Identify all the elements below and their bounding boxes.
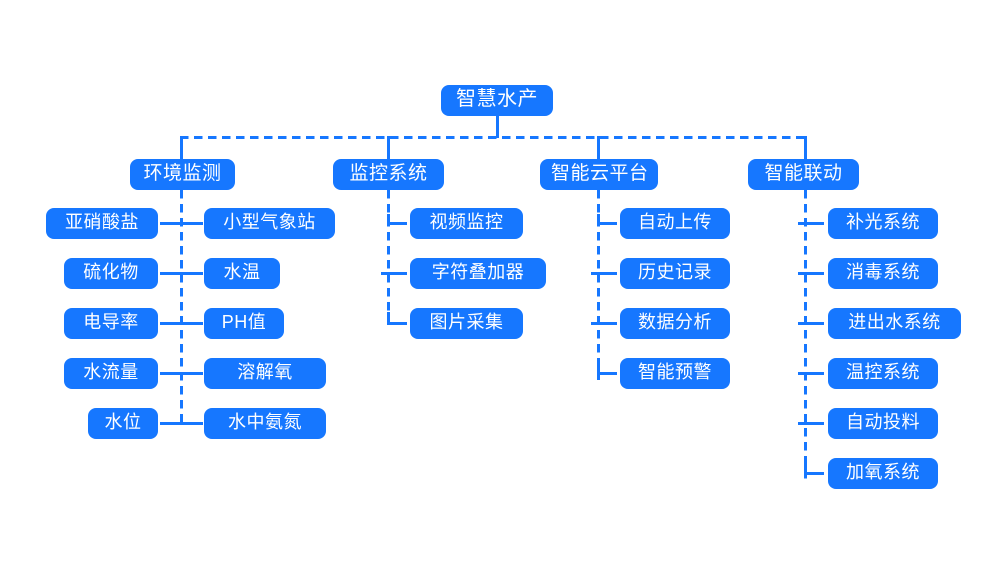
branch-2-spine — [387, 190, 390, 330]
node-leaf-video-surveillance[interactable]: 视频监控 — [410, 208, 523, 239]
node-leaf-temperature-control[interactable]: 温控系统 — [828, 358, 938, 389]
node-leaf-ammonia-nitrogen[interactable]: 水中氨氮 — [204, 408, 326, 439]
b1-left-stub-2 — [160, 272, 179, 275]
node-leaf-character-overlay[interactable]: 字符叠加器 — [410, 258, 546, 289]
node-leaf-water-temperature[interactable]: 水温 — [204, 258, 280, 289]
node-leaf-history-record[interactable]: 历史记录 — [620, 258, 730, 289]
b1-right-stub-1 — [184, 222, 203, 225]
b3-elbow-h-1 — [597, 222, 617, 225]
node-leaf-auto-upload[interactable]: 自动上传 — [620, 208, 730, 239]
node-leaf-oxygenation-system[interactable]: 加氧系统 — [828, 458, 938, 489]
node-leaf-image-capture[interactable]: 图片采集 — [410, 308, 523, 339]
b1-cross-2 — [172, 272, 189, 275]
node-leaf-conductivity[interactable]: 电导率 — [64, 308, 158, 339]
b1-right-stub-4 — [184, 372, 203, 375]
node-branch-environment-monitoring[interactable]: 环境监测 — [130, 159, 235, 190]
node-leaf-dissolved-oxygen[interactable]: 溶解氧 — [204, 358, 326, 389]
branch-stem-1 — [180, 136, 183, 160]
node-branch-monitoring-system[interactable]: 监控系统 — [333, 159, 444, 190]
b3-elbow-v-1 — [597, 214, 600, 225]
b2-elbow-h-2 — [387, 272, 407, 275]
branch-stem-4 — [804, 136, 807, 160]
node-leaf-weather-station[interactable]: 小型气象站 — [204, 208, 335, 239]
b1-left-stub-3 — [160, 322, 179, 325]
b1-left-stub-5 — [160, 422, 179, 425]
b4-elbow-h-6 — [804, 472, 824, 475]
b2-elbow-v-3 — [387, 312, 390, 325]
b1-cross-4 — [172, 372, 189, 375]
node-leaf-auto-feeding[interactable]: 自动投料 — [828, 408, 938, 439]
b4-tee-5 — [798, 422, 824, 425]
node-leaf-supplementary-light[interactable]: 补光系统 — [828, 208, 938, 239]
node-root[interactable]: 智慧水产 — [441, 85, 553, 116]
branch-1-spine — [180, 190, 183, 428]
b1-right-stub-5 — [184, 422, 203, 425]
b1-left-stub-4 — [160, 372, 179, 375]
b2-elbow-h-3 — [387, 322, 407, 325]
b4-elbow-v-6 — [804, 462, 807, 475]
node-branch-cloud-platform[interactable]: 智能云平台 — [540, 159, 658, 190]
b1-cross-5 — [172, 422, 189, 425]
node-leaf-water-flow[interactable]: 水流量 — [64, 358, 158, 389]
horizontal-bus-connector — [180, 136, 807, 139]
b3-tee-2 — [591, 272, 617, 275]
branch-stem-2 — [387, 136, 390, 160]
b1-right-stub-2 — [184, 272, 203, 275]
node-leaf-water-level[interactable]: 水位 — [88, 408, 158, 439]
b2-elbow-h-1 — [387, 222, 407, 225]
node-leaf-data-analysis[interactable]: 数据分析 — [620, 308, 730, 339]
b4-dash-1 — [810, 222, 822, 225]
node-leaf-ph-value[interactable]: PH值 — [204, 308, 284, 339]
b4-tee-2 — [798, 272, 824, 275]
node-leaf-sulfide[interactable]: 硫化物 — [64, 258, 158, 289]
branch-3-spine — [597, 190, 600, 380]
b4-tee-4 — [798, 372, 824, 375]
node-leaf-nitrite[interactable]: 亚硝酸盐 — [46, 208, 158, 239]
root-stem-connector — [496, 116, 499, 138]
b2-elbow-v-1 — [387, 214, 390, 225]
b4-tee-3 — [798, 322, 824, 325]
branch-stem-3 — [597, 136, 600, 160]
node-leaf-water-inout-system[interactable]: 进出水系统 — [828, 308, 961, 339]
branch-4-spine — [804, 190, 807, 480]
node-branch-smart-linkage[interactable]: 智能联动 — [748, 159, 859, 190]
b3-elbow-h-4 — [597, 372, 617, 375]
b1-right-stub-3 — [184, 322, 203, 325]
node-leaf-disinfection-system[interactable]: 消毒系统 — [828, 258, 938, 289]
node-leaf-smart-alert[interactable]: 智能预警 — [620, 358, 730, 389]
b2-tee-2 — [381, 272, 389, 275]
b1-left-stub-1 — [160, 222, 179, 225]
b1-cross-1 — [172, 222, 189, 225]
b3-elbow-v-4 — [597, 362, 600, 375]
b1-cross-3 — [172, 322, 189, 325]
b3-tee-3 — [591, 322, 617, 325]
